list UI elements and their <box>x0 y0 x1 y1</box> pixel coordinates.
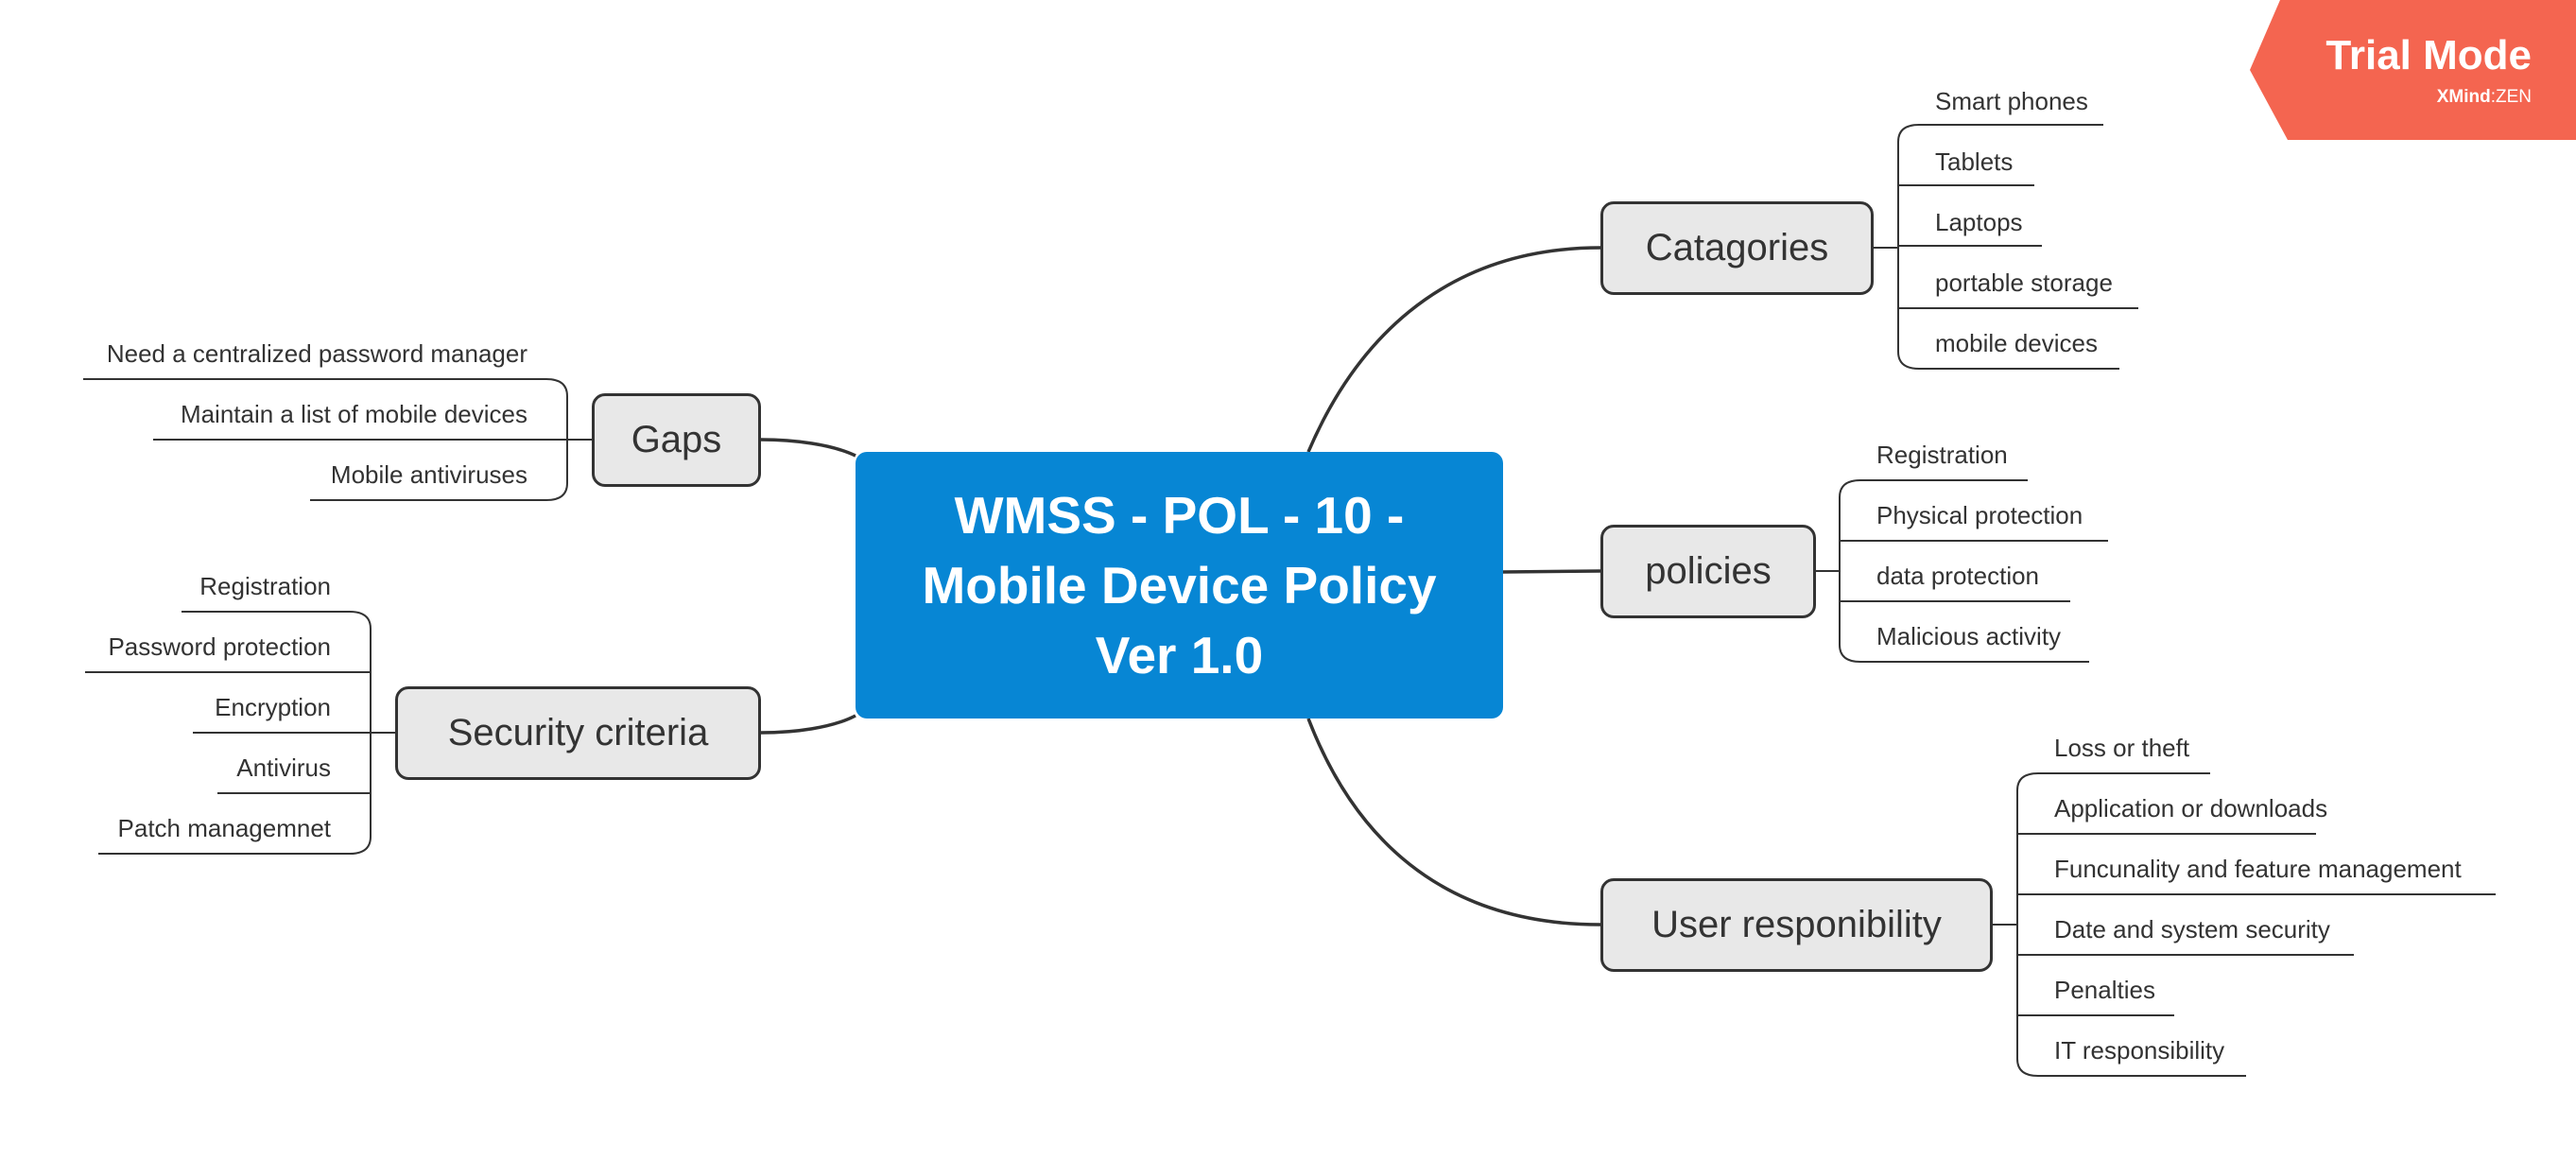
trial-mode-title: Trial Mode <box>2325 32 2532 78</box>
central-topic[interactable]: WMSS - POL - 10 - Mobile Device Policy V… <box>856 452 1503 719</box>
subtopic-data-protection[interactable]: data protection <box>1876 562 2040 590</box>
subtopic-malicious-activity[interactable]: Malicious activity <box>1876 622 2062 650</box>
connector-policies <box>1502 569 1601 574</box>
connector-catagories <box>1306 246 1601 453</box>
topic-user-responsibility-label: User responibility <box>1651 904 1942 945</box>
topic-policies[interactable]: policies <box>1600 525 1816 618</box>
trial-mode-badge[interactable]: Trial Mode XMind:ZEN <box>2250 0 2576 140</box>
connector-security-criteria <box>760 714 856 735</box>
topic-security-criteria[interactable]: Security criteria <box>395 686 761 780</box>
brand-zen: ZEN <box>2496 87 2532 107</box>
subtopic-tablets[interactable]: Tablets <box>1935 147 2014 176</box>
topic-catagories-label: Catagories <box>1645 227 1829 268</box>
subtopic-mobile-antiviruses[interactable]: Mobile antiviruses <box>330 460 527 489</box>
brand-separator: : <box>2490 87 2496 107</box>
xmind-zen-brand: XMind:ZEN <box>2437 87 2532 108</box>
connector-gaps <box>760 438 856 458</box>
subtopic-smart-phones[interactable]: Smart phones <box>1935 87 2088 115</box>
subtopic-date-and-system-security[interactable]: Date and system security <box>2054 915 2330 944</box>
subtopic-laptops[interactable]: Laptops <box>1935 208 2023 236</box>
subtopic-list-of-mobile-devices[interactable]: Maintain a list of mobile devices <box>180 400 527 428</box>
brand-xmind: XMind <box>2436 87 2491 107</box>
subtopic-mobile-devices[interactable]: mobile devices <box>1935 329 2098 357</box>
subtopic-password-protection[interactable]: Password protection <box>108 632 331 661</box>
subtopic-registration[interactable]: Registration <box>1876 441 2008 469</box>
central-topic-line-1: WMSS - POL - 10 - <box>954 486 1405 545</box>
subtopic-encryption[interactable]: Encryption <box>215 693 331 721</box>
subtopic-penalties[interactable]: Penalties <box>2054 976 2155 1004</box>
topic-catagories[interactable]: Catagories <box>1600 201 1874 295</box>
subtopic-security-registration[interactable]: Registration <box>199 572 331 600</box>
central-topic-line-3: Ver 1.0 <box>1095 626 1264 684</box>
subtopic-application-or-downloads[interactable]: Application or downloads <box>2054 794 2328 822</box>
topic-gaps[interactable]: Gaps <box>592 393 761 487</box>
subtopic-portable-storage[interactable]: portable storage <box>1935 268 2113 297</box>
subtopic-patch-management[interactable]: Patch managemnet <box>117 814 331 842</box>
topic-policies-label: policies <box>1645 550 1772 592</box>
subtopic-centralized-password-manager[interactable]: Need a centralized password manager <box>106 339 527 368</box>
central-topic-line-2: Mobile Device Policy <box>922 556 1437 615</box>
connector-user-responsibility <box>1306 718 1601 926</box>
subtopic-funcunality-and-feature-management[interactable]: Funcunality and feature management <box>2054 855 2462 883</box>
topic-security-criteria-label: Security criteria <box>447 712 709 753</box>
subtopic-loss-or-theft[interactable]: Loss or theft <box>2054 734 2190 762</box>
topic-user-responsibility[interactable]: User responibility <box>1600 878 1993 972</box>
subtopic-it-responsibility[interactable]: IT responsibility <box>2054 1036 2225 1065</box>
subtopic-antivirus[interactable]: Antivirus <box>236 753 331 782</box>
subtopic-physical-protection[interactable]: Physical protection <box>1876 501 2083 529</box>
trial-badge-shape <box>2250 0 2576 140</box>
topic-gaps-label: Gaps <box>631 419 722 460</box>
